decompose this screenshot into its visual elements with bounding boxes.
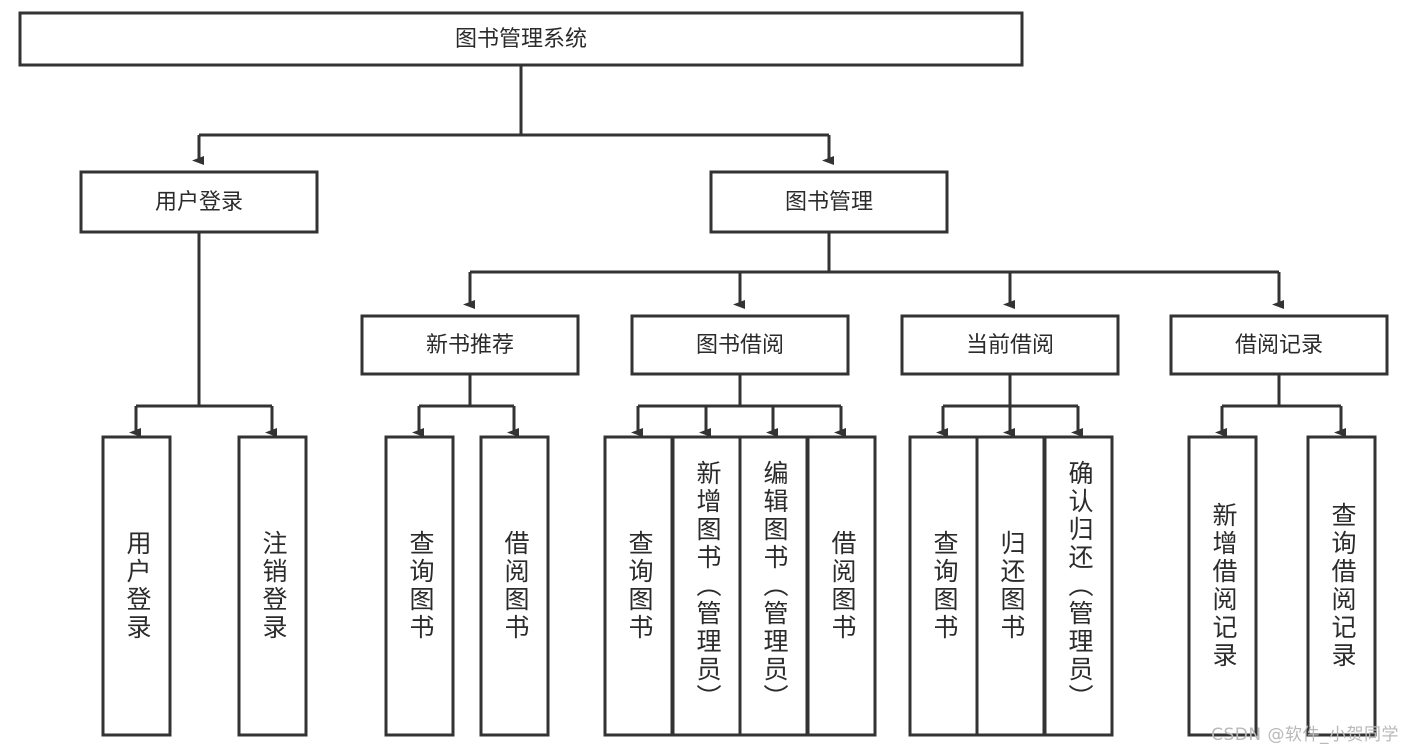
node-leaf-borrow-book-1-label: 借阅图书 xyxy=(501,530,530,642)
node-new-book-recommend-label: 新书推荐 xyxy=(426,333,514,358)
csdn-watermark: CSDN @软件_小贺同学 xyxy=(1211,725,1399,745)
node-current-borrow[interactable]: 当前借阅 xyxy=(900,314,1120,376)
node-borrow-record[interactable]: 借阅记录 xyxy=(1169,314,1389,376)
node-leaf-query-record-label: 查询借阅记录 xyxy=(1328,502,1357,670)
node-leaf-add-record-label: 新增借阅记录 xyxy=(1209,502,1238,670)
node-leaf-logout[interactable]: 注销登录 xyxy=(237,435,308,737)
node-new-book-recommend[interactable]: 新书推荐 xyxy=(360,314,580,376)
node-borrow-record-label: 借阅记录 xyxy=(1235,333,1323,358)
node-leaf-borrow-book-1[interactable]: 借阅图书 xyxy=(479,435,550,737)
node-book-borrow-label: 图书借阅 xyxy=(696,333,784,358)
node-leaf-query-book-1[interactable]: 查询图书 xyxy=(384,435,455,737)
connector-currentborrow-to-leaves xyxy=(936,374,1083,437)
node-leaf-add-book-label: 新增图书（管理员） xyxy=(693,460,722,712)
connector-userlogin-to-leaves xyxy=(129,232,277,437)
node-leaf-user-login[interactable]: 用户登录 xyxy=(101,435,172,737)
connector-bookmanage-to-level3 xyxy=(463,232,1284,309)
node-leaf-add-record[interactable]: 新增借阅记录 xyxy=(1187,435,1258,737)
node-leaf-return-book-label: 归还图书 xyxy=(997,530,1026,642)
node-leaf-query-book-3[interactable]: 查询图书 xyxy=(908,435,979,737)
connector-bookborrow-to-leaves xyxy=(631,374,846,437)
connector-newbook-to-leaves xyxy=(412,374,519,437)
node-leaf-query-record[interactable]: 查询借阅记录 xyxy=(1306,435,1377,737)
node-current-borrow-label: 当前借阅 xyxy=(966,333,1054,358)
node-root-label: 图书管理系统 xyxy=(455,27,587,52)
node-leaf-query-book-2-label: 查询图书 xyxy=(625,530,654,642)
node-leaf-query-book-1-label: 查询图书 xyxy=(406,530,435,642)
node-leaf-edit-book-label: 编辑图书（管理员） xyxy=(760,460,789,712)
node-user-login-label: 用户登录 xyxy=(155,190,243,215)
node-root[interactable]: 图书管理系统 xyxy=(18,11,1024,67)
node-leaf-user-login-label: 用户登录 xyxy=(123,530,152,642)
node-leaf-logout-label: 注销登录 xyxy=(259,530,288,642)
connector-borrowrecord-to-leaves xyxy=(1215,374,1346,437)
node-book-manage[interactable]: 图书管理 xyxy=(709,170,949,234)
node-book-manage-label: 图书管理 xyxy=(785,190,873,215)
node-leaf-borrow-book-2-label: 借阅图书 xyxy=(828,530,857,642)
node-leaf-edit-book[interactable]: 编辑图书（管理员） xyxy=(738,435,809,737)
node-leaf-confirm-return[interactable]: 确认归还（管理员） xyxy=(1043,435,1114,737)
node-leaf-borrow-book-2[interactable]: 借阅图书 xyxy=(806,435,877,737)
node-leaf-return-book[interactable]: 归还图书 xyxy=(975,435,1046,737)
node-leaf-confirm-return-label: 确认归还（管理员） xyxy=(1065,460,1094,712)
connector-root-to-level2 xyxy=(192,65,834,165)
node-leaf-add-book[interactable]: 新增图书（管理员） xyxy=(671,435,742,737)
node-book-borrow[interactable]: 图书借阅 xyxy=(630,314,850,376)
node-leaf-query-book-2[interactable]: 查询图书 xyxy=(603,435,674,737)
node-leaf-query-book-3-label: 查询图书 xyxy=(930,530,959,642)
node-user-login[interactable]: 用户登录 xyxy=(79,170,319,234)
